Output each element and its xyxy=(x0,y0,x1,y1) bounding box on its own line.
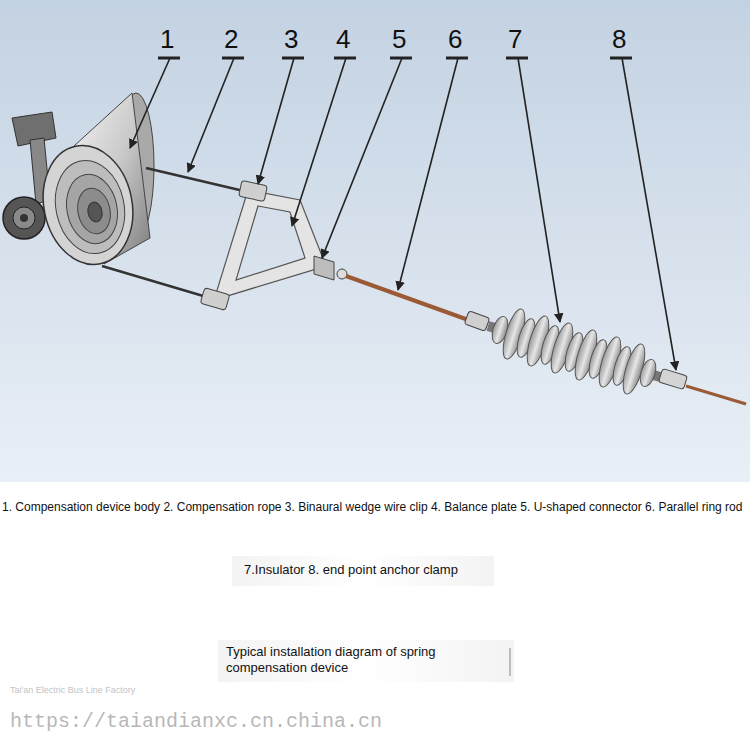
watermark-url: https://taiandianxc.cn.china.cn xyxy=(10,710,382,734)
background xyxy=(0,0,750,482)
callout-number: 3 xyxy=(284,24,298,55)
wedge-clip xyxy=(200,288,229,311)
caption-panel xyxy=(218,640,514,682)
caption: Typical installation diagram of spring c… xyxy=(226,644,496,677)
callout-number: 5 xyxy=(392,24,406,55)
caption-panel xyxy=(232,556,494,586)
callout-number: 4 xyxy=(336,24,350,55)
anchor-clamp xyxy=(659,369,688,390)
parts-list: 7.Insulator 8. end point anchor clamp xyxy=(244,562,458,578)
u-connector xyxy=(314,256,334,280)
insulator xyxy=(488,307,660,396)
compensation-device xyxy=(3,93,154,273)
ring-rod xyxy=(346,276,474,322)
wedge-clip xyxy=(239,180,268,201)
callout-number: 2 xyxy=(224,24,238,55)
balance-plate xyxy=(200,180,347,310)
callout-number: 1 xyxy=(160,24,174,55)
contact-wire xyxy=(686,386,746,404)
divider xyxy=(509,648,511,676)
parts-list: 1. Compensation device body 2. Compensat… xyxy=(2,500,746,515)
callout-number: 6 xyxy=(448,24,462,55)
watermark: Tai'an Electric Bus Line Factory xyxy=(10,685,135,696)
callout-number: 7 xyxy=(508,24,522,55)
leader-line xyxy=(130,58,676,370)
callout-number: 8 xyxy=(612,24,626,55)
